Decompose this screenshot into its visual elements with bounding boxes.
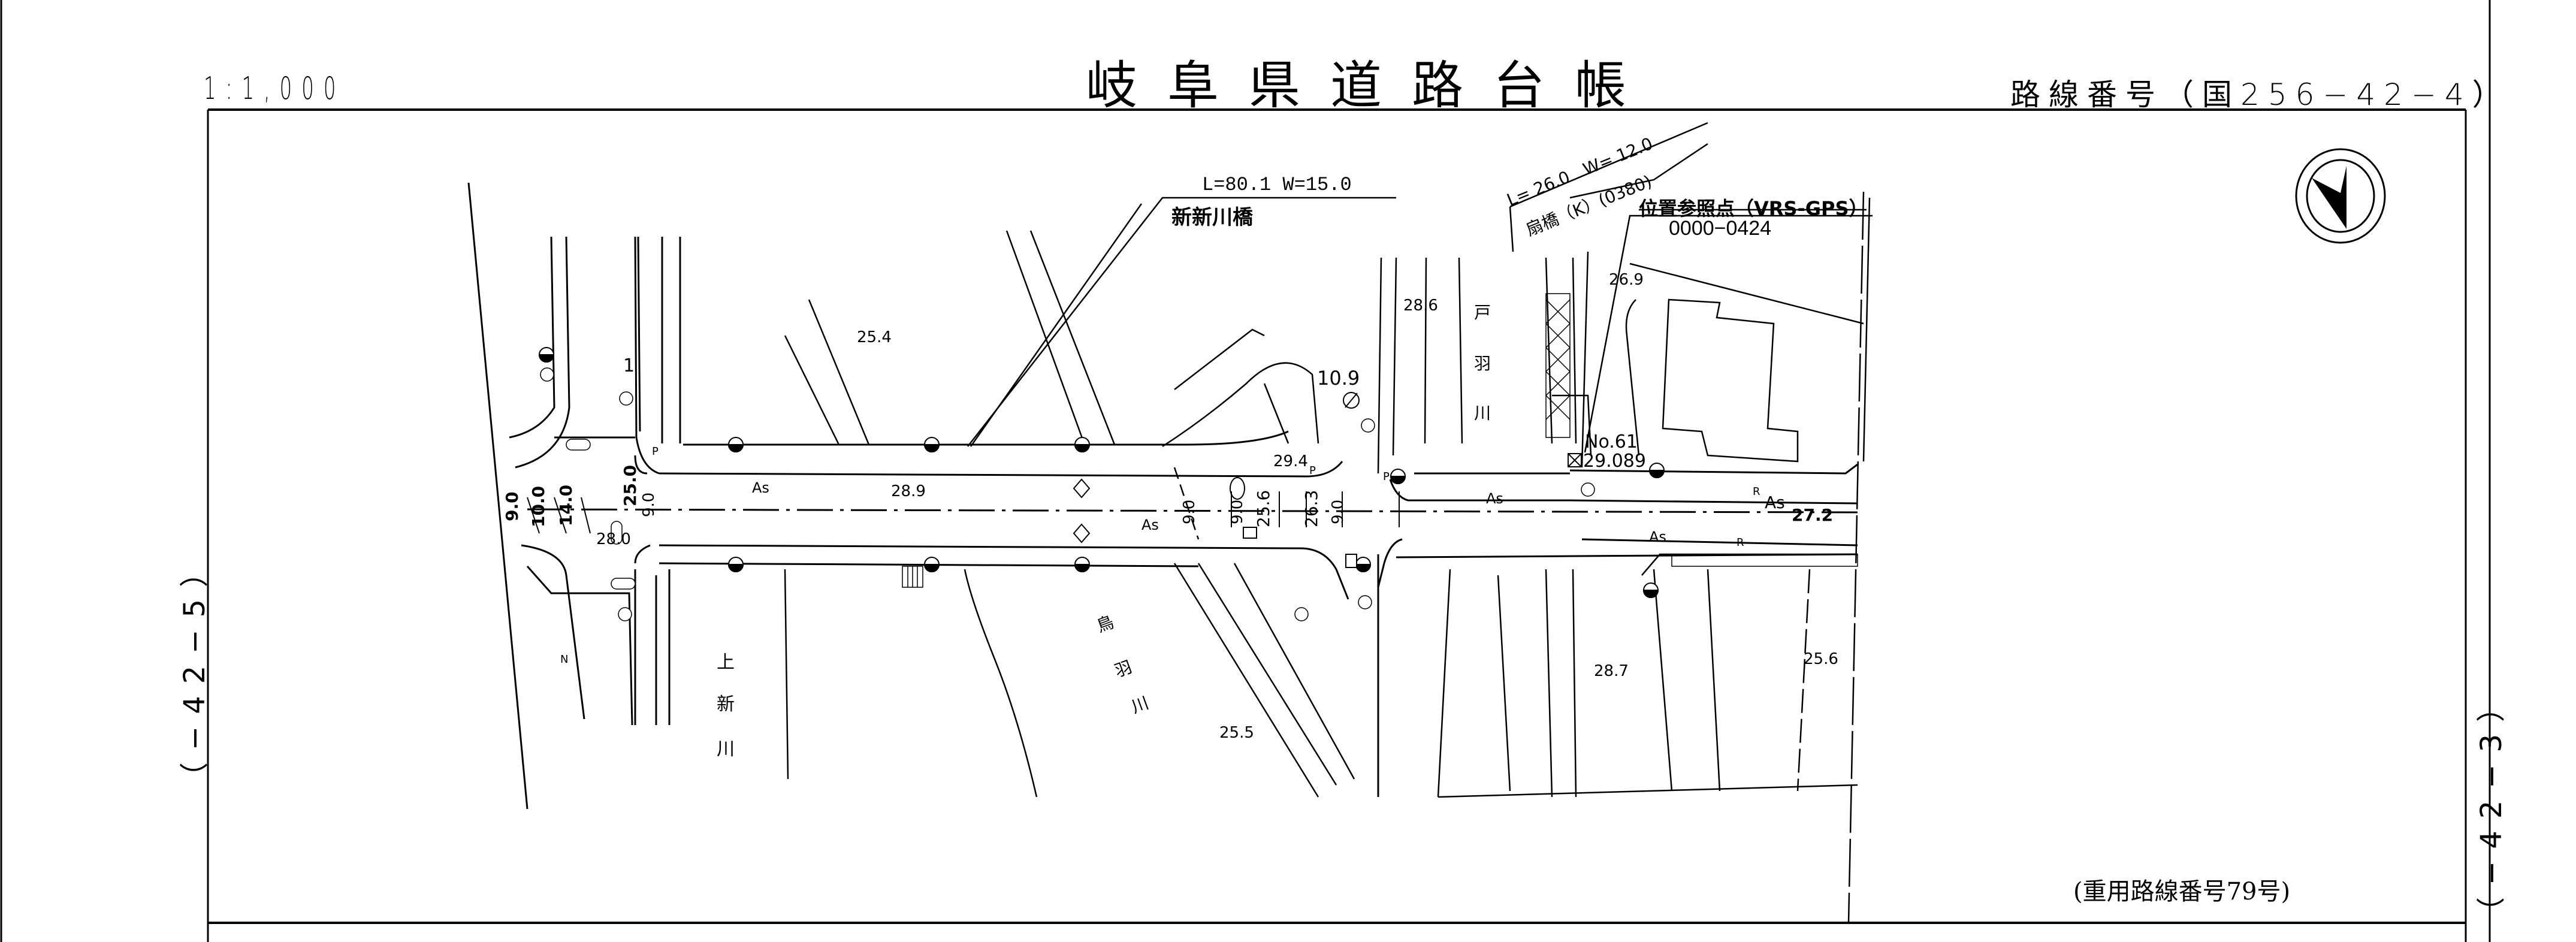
curve-dimension-label: 10.9 <box>1317 367 1360 390</box>
r-mark: R <box>1737 536 1744 549</box>
building-outline <box>1509 122 1871 923</box>
signal-pole-symbols <box>566 439 636 590</box>
main-road <box>634 430 1858 797</box>
road-centerline <box>527 508 1864 514</box>
stair-count-label: 1 <box>623 355 635 376</box>
elevation-label: 28.9 <box>891 482 926 500</box>
benchmark-label: No.61 <box>1585 431 1638 452</box>
elevation-label: 26.9 <box>1609 271 1644 289</box>
map-scale: 1:1,000 <box>204 71 346 107</box>
retaining-wall-hatch <box>1545 293 1858 567</box>
river-towa-char-1: 戸 <box>1474 303 1491 322</box>
dimension-lines <box>527 491 1400 534</box>
benchmark-marker <box>1568 453 1582 467</box>
p-mark: P <box>1383 470 1390 483</box>
leader-lines <box>967 197 1873 453</box>
n-mark: N <box>560 653 569 666</box>
bridge-1-dims: L=80.1 W=15.0 <box>1202 174 1352 196</box>
river-kami-shinkawa-char-3: 川 <box>717 739 735 760</box>
right-cross-street <box>1377 251 1858 798</box>
elevation-label: 25.6 <box>1804 650 1838 668</box>
dimension-label: 25.6 <box>1254 490 1273 527</box>
dimension-label: 9.0 <box>1228 499 1246 524</box>
benchmark-value: 29.089 <box>1583 451 1646 472</box>
surface-label: As <box>1649 529 1666 545</box>
dimension-label: 25.0 <box>620 464 640 506</box>
elevation-label: 25.5 <box>1219 724 1254 742</box>
bridge-1-name: 新新川橋 <box>1171 206 1253 230</box>
map-frame <box>207 108 2467 942</box>
r-mark: R <box>1753 485 1760 498</box>
e-symbols <box>540 367 1595 621</box>
dimension-label: 26.3 <box>1301 490 1321 527</box>
river-kami-shinkawa-char-1: 上 <box>717 652 735 673</box>
dimension-label: 9.0 <box>502 491 522 521</box>
river-towa-char-2: 羽 <box>1474 354 1491 373</box>
surface-label: As <box>752 479 769 496</box>
hydrant-symbols <box>1073 392 1360 568</box>
elevation-label: 27.2 <box>1792 505 1834 525</box>
dimension-label: 9.0 <box>1329 499 1347 524</box>
north-arrow-icon <box>2295 148 2386 244</box>
route-number: 路線番号（国256−42−4） <box>2010 77 2511 112</box>
dimension-label: 9.0 <box>1180 499 1198 524</box>
elevation-label: 28.0 <box>596 530 631 548</box>
elevation-label: 29.4 <box>1273 452 1308 470</box>
surface-label: As <box>1486 490 1503 507</box>
dimension-label: 9.0 <box>640 492 658 517</box>
stairs <box>902 566 923 588</box>
reference-point-id: 0000−0424 <box>1669 217 1772 240</box>
river-towa-char-3: 川 <box>1474 403 1491 423</box>
elevation-label: 28.7 <box>1594 662 1629 680</box>
manhole-symbols <box>538 347 1665 598</box>
p-mark: P <box>1309 464 1316 477</box>
reference-point-label: 位置参照点（VRS-GPS） <box>1639 197 1868 220</box>
river-kami-shinkawa-char-2: 新 <box>717 694 735 715</box>
left-cross-street <box>467 182 681 810</box>
elevation-label: 25.4 <box>857 328 892 346</box>
p-mark: P <box>652 445 659 458</box>
dimension-label: 10.0 <box>529 485 548 527</box>
elevation-label: 28.6 <box>1403 297 1438 315</box>
dimension-label: 14.0 <box>556 484 576 526</box>
shared-route-note: (重用路線番号79号) <box>2073 878 2291 905</box>
surface-label: As <box>1141 517 1159 533</box>
surface-label: As <box>1765 493 1785 512</box>
page-title: 岐阜県道路台帳 <box>1086 56 1656 116</box>
